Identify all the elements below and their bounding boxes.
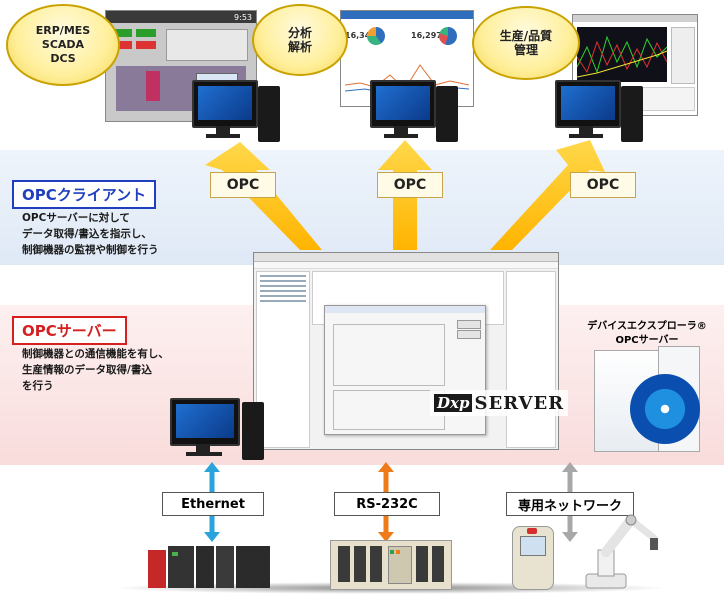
opc-client-title: OPCクライアント	[12, 180, 157, 209]
opc-label-right: OPC	[570, 172, 636, 198]
plc-beige	[330, 540, 452, 590]
scada-time: 9:53	[234, 12, 252, 22]
network-ethernet: Ethernet	[162, 492, 264, 516]
plc-red	[148, 546, 272, 588]
logo-main: SERVER	[474, 392, 565, 414]
opc-label-left: OPC	[210, 172, 276, 198]
product-title: デバイスエクスプローラ® OPCサーバー	[587, 321, 707, 346]
pc-client-2	[370, 80, 460, 150]
teach-pendant	[512, 526, 554, 590]
pc-server	[170, 398, 270, 464]
opc-client-description: OPCサーバーに対して データ取得/書込を指示し、 制御機器の監視や制御を行う	[22, 212, 159, 256]
dashboard-value-2: 16,297	[411, 31, 442, 40]
pc-client-1	[192, 80, 282, 150]
dxp-server-window	[253, 252, 559, 450]
bubble-analysis: 分析 解析	[252, 4, 348, 76]
network-rs232c: RS-232C	[334, 492, 440, 516]
opc-server-description: 制御機器との通信機能を有し、 生産情報のデータ取得/書込 を行う	[22, 348, 169, 392]
scada-screen: 9:53	[105, 10, 257, 122]
dashboard-value-1: 16,343	[345, 31, 376, 40]
pc-client-3	[555, 80, 645, 150]
bubble-production-quality: 生産/品質 管理	[472, 6, 580, 80]
bubble-erp-mes-scada-dcs: ERP/MES SCADA DCS	[6, 4, 120, 86]
arrow-right	[490, 140, 605, 250]
product-box	[594, 346, 714, 454]
logo-prefix: Dxp	[434, 394, 473, 412]
dxp-server-logo: Dxp SERVER	[430, 390, 569, 416]
network-dedicated: 専用ネットワーク	[506, 492, 634, 516]
robot-arm	[585, 514, 658, 589]
opc-server-title: OPCサーバー	[12, 316, 127, 345]
opc-label-center: OPC	[377, 172, 443, 198]
